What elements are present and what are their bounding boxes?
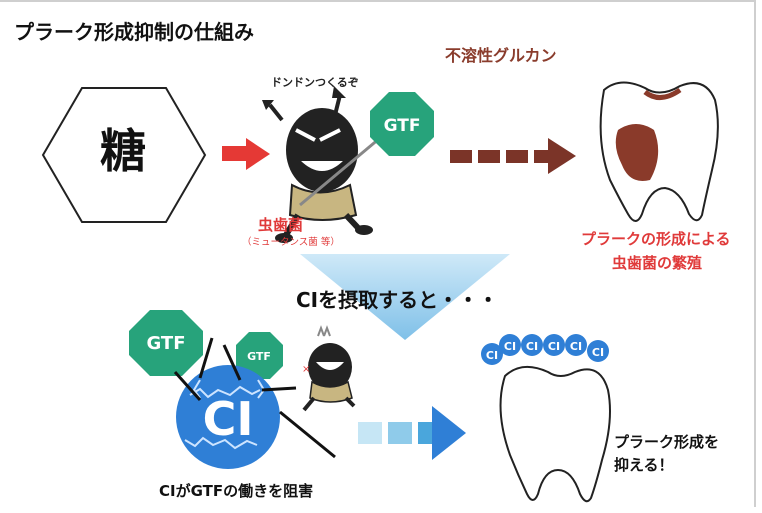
gtf-label-bottom-left: GTF: [146, 333, 185, 354]
plaque-caption-line2: 虫歯菌の繁殖: [612, 254, 703, 272]
ci-bubble: CI: [521, 334, 543, 356]
bacterium-devil-icon: [262, 86, 388, 243]
small-bacterium-devil-icon: ×: [302, 325, 356, 412]
ci-molecule-label: CI: [203, 392, 254, 446]
ci-bubble: CI: [499, 334, 521, 356]
svg-text:CI: CI: [592, 346, 604, 359]
brown-dashed-arrow-icon: [450, 138, 576, 174]
ci-bubble: CI: [587, 340, 609, 362]
ci-molecule-icon: CI: [176, 365, 280, 469]
down-arrow-icon: [300, 254, 510, 340]
decayed-tooth-icon: [599, 81, 719, 222]
svg-text:CI: CI: [570, 340, 582, 353]
sugar-hexagon-icon: [41, 87, 207, 223]
svg-text:CI: CI: [548, 340, 560, 353]
bacterium-speech: ドンドンつくるぞ: [271, 76, 359, 89]
gtf-badge-bottom-left: GTF: [129, 310, 203, 376]
ci-bubble: CI: [481, 343, 503, 365]
svg-text:×: ×: [302, 364, 310, 375]
bacterium-label: 虫歯菌: [258, 216, 304, 234]
svg-text:CI: CI: [526, 340, 538, 353]
svg-text:CI: CI: [486, 349, 498, 362]
blue-dashed-arrow-icon: [358, 406, 466, 460]
sugar-label: 糖: [100, 124, 146, 178]
gtf-label-top: GTF: [384, 116, 421, 136]
block-arrows-icon: [173, 337, 336, 459]
svg-text:CI: CI: [504, 340, 516, 353]
bacterium-sublabel: （ミュータンス菌 等）: [242, 237, 340, 248]
gtf-badge-bottom-small: GTF: [236, 332, 283, 379]
gtf-badge-top: GTF: [370, 92, 434, 156]
ci-intake-heading: CIを摂取すると・・・: [296, 288, 499, 312]
ci-bubbles: CI CI CI CI CI CI: [481, 334, 609, 365]
healthy-tooth-icon: [499, 365, 611, 503]
ci-bubble: CI: [543, 334, 565, 356]
red-arrow-icon: [222, 138, 270, 170]
plaque-caption-line1: プラークの形成による: [581, 230, 731, 248]
ci-block-caption: CIがGTFの働きを阻害: [159, 482, 314, 500]
suppress-caption-line2: 抑える！: [614, 456, 674, 474]
diagram-title: プラーク形成抑制の仕組み: [14, 20, 254, 44]
ci-bubble: CI: [565, 334, 587, 356]
gtf-label-bottom-small: GTF: [247, 350, 271, 363]
suppress-caption-line1: プラーク形成を: [614, 433, 720, 451]
glucan-label: 不溶性グルカン: [445, 46, 557, 65]
